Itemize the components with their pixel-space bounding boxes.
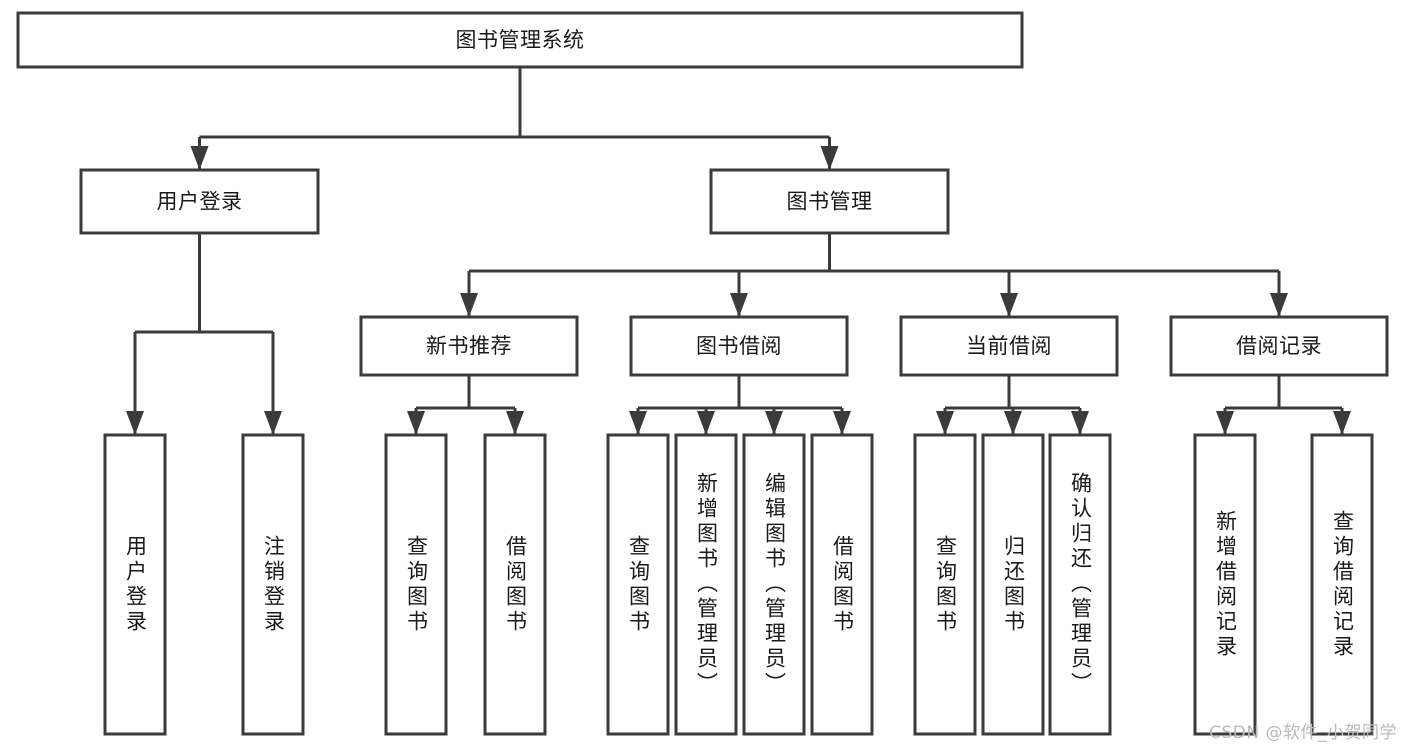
node-box-leaf-0[interactable]: [103, 433, 167, 736]
node-box-leaf-12[interactable]: [1310, 433, 1374, 736]
arrow-head-root-to-level2-0: [190, 146, 209, 170]
arrow-head-level3-3-to-leaf-0: [1216, 411, 1234, 435]
node-box-leaf-11[interactable]: [1193, 433, 1257, 736]
node-box-leaf-10[interactable]: [1048, 433, 1112, 736]
node-label-level2-1: 图书管理: [787, 190, 873, 214]
node-box-leaf-6[interactable]: [742, 433, 806, 736]
arrow-head-level3-1-to-leaf-2: [765, 411, 783, 435]
node-box-level3-3[interactable]: [1169, 315, 1389, 377]
arrow-head-level3-0-to-leaf-0: [407, 411, 425, 435]
arrow-head-level3-2-to-leaf-0: [936, 411, 954, 435]
node-box-leaf-1[interactable]: [241, 433, 305, 736]
arrow-head-mgmt-to-level3-1: [730, 293, 748, 317]
arrow-head-level3-2-to-leaf-2: [1071, 411, 1089, 435]
arrow-head-level3-1-to-leaf-1: [697, 411, 715, 435]
node-box-level3-0[interactable]: [359, 315, 579, 377]
node-label-root: 图书管理系统: [456, 28, 585, 52]
node-box-root[interactable]: [16, 11, 1024, 69]
node-box-leaf-5[interactable]: [674, 433, 738, 736]
connectors-layer: [126, 67, 1351, 435]
boxes-layer: [16, 11, 1389, 736]
arrow-head-mgmt-to-level3-3: [1270, 293, 1288, 317]
arrow-head-root-to-level2-1: [820, 146, 839, 170]
watermark-text: CSDN @软件_小贺同学: [1209, 723, 1397, 743]
arrow-head-login-to-leaf-0: [126, 411, 144, 435]
arrow-head-login-to-leaf-1: [264, 411, 282, 435]
node-label-level3-2: 当前借阅: [966, 334, 1052, 358]
node-box-leaf-4[interactable]: [606, 433, 670, 736]
arrow-head-level3-2-to-leaf-1: [1004, 411, 1022, 435]
node-box-level3-1[interactable]: [629, 315, 849, 377]
node-box-level2-0[interactable]: [79, 168, 320, 235]
arrow-head-level3-0-to-leaf-1: [506, 411, 524, 435]
arrow-head-mgmt-to-level3-0: [460, 293, 478, 317]
node-box-leaf-7[interactable]: [810, 433, 874, 736]
node-box-leaf-9[interactable]: [981, 433, 1045, 736]
node-label-level3-3: 借阅记录: [1236, 334, 1322, 358]
node-label-level3-0: 新书推荐: [426, 334, 512, 358]
node-label-level2-0: 用户登录: [157, 190, 243, 214]
node-box-leaf-8[interactable]: [913, 433, 977, 736]
node-box-level2-1[interactable]: [709, 168, 950, 235]
arrow-head-level3-3-to-leaf-1: [1333, 411, 1351, 435]
node-box-leaf-3[interactable]: [483, 433, 547, 736]
node-box-leaf-2[interactable]: [384, 433, 448, 736]
node-label-level3-1: 图书借阅: [696, 334, 782, 358]
node-box-level3-2[interactable]: [899, 315, 1119, 377]
arrow-head-level3-1-to-leaf-3: [833, 411, 851, 435]
arrow-head-level3-1-to-leaf-0: [629, 411, 647, 435]
arrow-head-mgmt-to-level3-2: [1000, 293, 1018, 317]
